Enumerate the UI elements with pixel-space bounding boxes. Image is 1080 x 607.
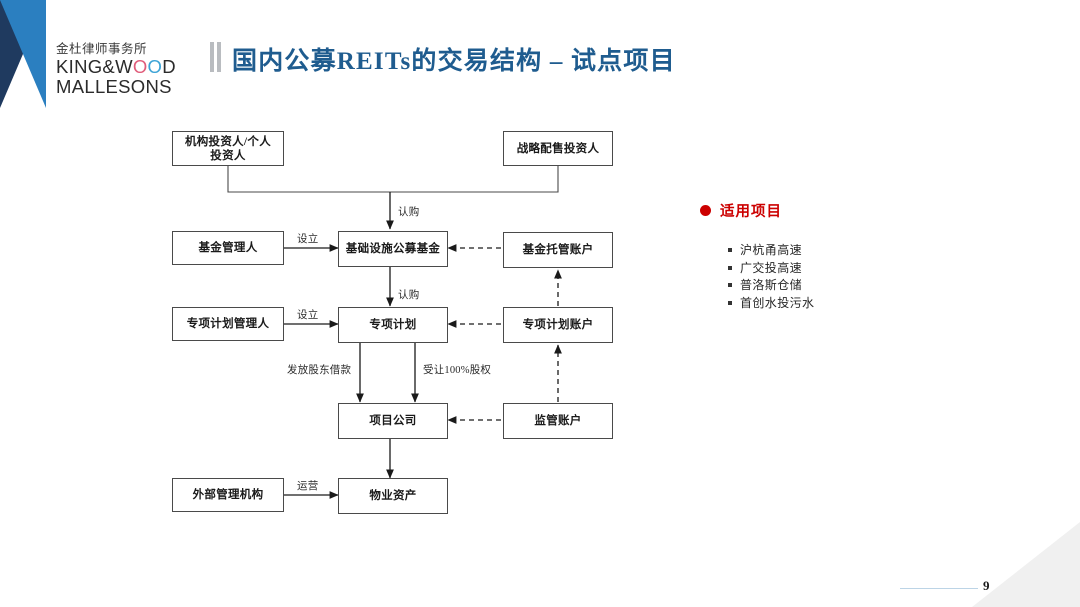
node-abs-plan-manager[interactable]: 专项计划管理人 (172, 307, 284, 341)
corner-triangle-icon (972, 522, 1080, 607)
page-number: 9 (983, 578, 990, 593)
square-bullet-icon (728, 248, 732, 252)
edge-label-establish-fund: 设立 (297, 234, 319, 245)
logo-english-line1: KING&WOOD (56, 57, 176, 77)
node-strategic-investors[interactable]: 战略配售投资人 (503, 131, 613, 166)
diagram-connectors (227, 166, 562, 499)
list-item-label: 首创水投污水 (740, 295, 815, 310)
list-item-label: 广交投高速 (740, 260, 803, 275)
applicable-projects-header: 适用项目 (700, 200, 782, 221)
list-item[interactable]: 广交投高速 (728, 260, 814, 278)
title-accent-bars-icon (210, 42, 223, 72)
edge-label-subscribe-mid: 认购 (398, 290, 420, 301)
edge-label-operate: 运营 (297, 481, 319, 492)
node-abs-plan[interactable]: 专项计划 (338, 307, 448, 343)
logo-english-line2: MALLESONS (56, 76, 172, 97)
list-item[interactable]: 首创水投污水 (728, 295, 814, 313)
node-fund-manager[interactable]: 基金管理人 (172, 231, 284, 265)
node-project-company[interactable]: 项目公司 (338, 403, 448, 439)
edge-label-shareholder-loan: 发放股东借款 (287, 365, 352, 376)
node-abs-plan-account[interactable]: 专项计划账户 (503, 307, 613, 343)
node-public-fund[interactable]: 基础设施公募基金 (338, 231, 448, 267)
edge-label-establish-plan: 设立 (297, 310, 319, 321)
title-bar-1 (210, 42, 214, 72)
node-property-assets[interactable]: 物业资产 (338, 478, 448, 514)
kwm-logo-wordmark: 金杜律师事务所 KING&WOOD MALLESONS (56, 42, 176, 97)
logo-triangle-light-icon (0, 0, 46, 108)
red-dot-icon (700, 205, 711, 216)
edge-label-acquire-equity: 受让100%股权 (423, 365, 492, 376)
node-institutional-investors-line1: 机构投资人/个人 (184, 135, 272, 148)
node-supervision-account[interactable]: 监管账户 (503, 403, 613, 439)
square-bullet-icon (728, 265, 732, 270)
logo-en-prefix: KING&W (56, 56, 133, 77)
footer-divider (900, 588, 978, 589)
page-title: 国内公募REITs的交易结构 – 试点项目 (232, 48, 676, 75)
logo-chinese-name: 金杜律师事务所 (56, 42, 148, 56)
node-external-manager[interactable]: 外部管理机构 (172, 478, 284, 512)
list-item-label: 沪杭甬高速 (740, 243, 803, 257)
list-item-label: 普洛斯仓储 (740, 278, 803, 292)
list-item[interactable]: 普洛斯仓储 (728, 277, 814, 295)
title-bar-2 (217, 42, 221, 72)
square-bullet-icon (728, 283, 732, 287)
square-bullet-icon (728, 300, 732, 305)
kwm-logo-mark (0, 0, 46, 108)
logo-o-blue: O (147, 56, 163, 77)
applicable-projects-title: 适用项目 (720, 204, 782, 220)
edge-label-subscribe-top: 认购 (398, 207, 420, 218)
node-fund-custody-account[interactable]: 基金托管账户 (503, 232, 613, 268)
node-institutional-investors-line2: 投资人 (210, 149, 246, 162)
node-institutional-investors[interactable]: 机构投资人/个人 投资人 (172, 131, 284, 166)
logo-o-pink: O (132, 56, 148, 77)
corner-decoration (972, 522, 1080, 607)
list-item[interactable]: 沪杭甬高速 (728, 242, 814, 260)
applicable-projects-list: 沪杭甬高速 广交投高速 普洛斯仓储 首创水投污水 (728, 242, 814, 312)
transaction-structure-diagram: 机构投资人/个人 投资人 战略配售投资人 基金管理人 基础设施公募基金 基金托管… (172, 131, 613, 514)
logo-en-suffix: D (162, 56, 176, 77)
